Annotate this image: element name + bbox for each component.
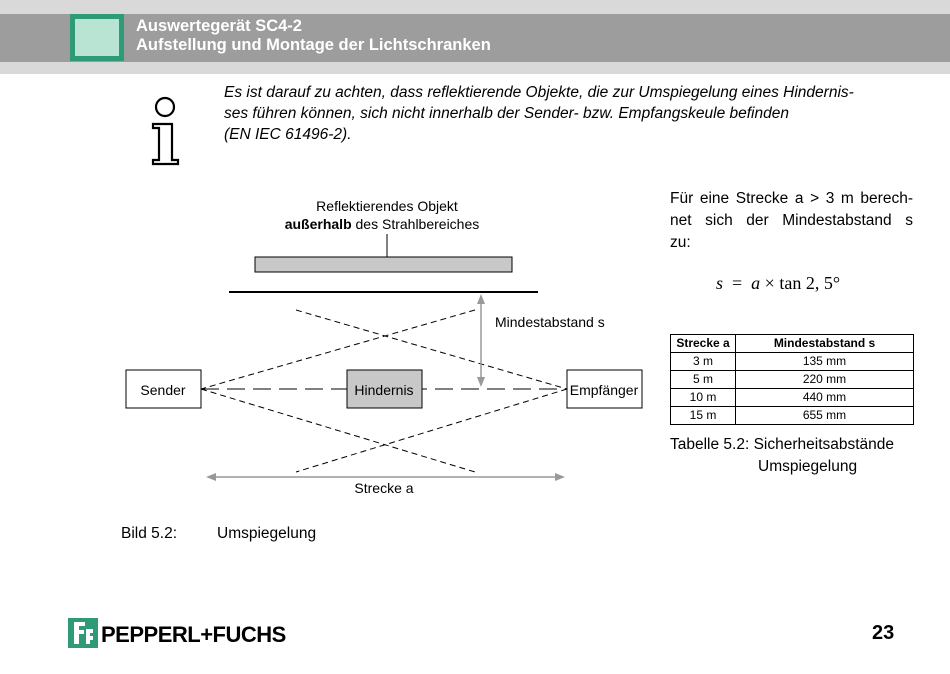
header-top-strip xyxy=(0,0,950,14)
note-line: (EN IEC 61496-2). xyxy=(224,126,352,143)
formula-times: × xyxy=(764,273,775,293)
table-caption: Tabelle 5.2: Sicherheitsabstände Umspieg… xyxy=(670,434,894,478)
table-caption-line1: Tabelle 5.2: Sicherheitsabstände xyxy=(670,436,895,453)
table-caption-line2: Umspiegelung xyxy=(758,458,858,475)
span-label: Strecke a xyxy=(354,480,413,496)
brand-name: PEPPERL+FUCHS xyxy=(101,622,286,647)
table-header: Strecke a xyxy=(670,334,736,353)
distance-label: Mindestabstand s xyxy=(495,314,605,330)
side-line: Für eine Strecke a > 3 m berech- xyxy=(670,190,913,207)
formula-s: s xyxy=(716,273,724,293)
warning-note: Es ist darauf zu achten, dass reflektier… xyxy=(224,82,914,145)
formula-a: a xyxy=(751,273,761,293)
obstacle-label: Hindernis xyxy=(354,382,413,398)
table-row: 5 m 220 mm xyxy=(670,370,914,389)
note-line: Es ist darauf zu achten, dass reflektier… xyxy=(224,84,854,101)
table-header: Mindestabstand s xyxy=(735,334,914,353)
table-row: 15 m 655 mm xyxy=(670,406,914,425)
object-label-line2: außerhalb des Strahlbereiches xyxy=(285,216,480,232)
header-bottom-strip xyxy=(0,62,950,74)
figure-caption-text: Umspiegelung xyxy=(217,525,317,542)
figure-caption: Bild 5.2: Umspiegelung xyxy=(121,525,316,543)
table-cell: 3 m xyxy=(670,352,736,371)
formula-rhs: tan 2, 5° xyxy=(779,273,841,293)
obstacle-box xyxy=(346,369,423,409)
sender-box xyxy=(125,369,202,409)
table-row: 3 m 135 mm xyxy=(670,352,914,371)
object-label-line1: Reflektierendes Objekt xyxy=(316,198,458,214)
table-cell: 15 m xyxy=(670,406,736,425)
note-line: ses führen können, sich nicht innerhalb … xyxy=(224,105,789,122)
header-bar xyxy=(0,14,950,62)
receiver-label: Empfänger xyxy=(570,382,639,398)
reflective-object xyxy=(254,256,513,273)
sender-label: Sender xyxy=(140,382,185,398)
distance-table: Strecke a Mindestabstand s 3 m 135 mm 5 … xyxy=(670,334,914,425)
beam-lines xyxy=(200,309,568,473)
formula-eq: = xyxy=(732,273,743,293)
header-title-line1: Auswertegerät SC4-2 xyxy=(136,17,302,35)
figure-caption-label: Bild 5.2: xyxy=(121,525,178,542)
pepperl-fuchs-logo-icon xyxy=(68,618,98,648)
formula: s = a × tan 2, 5° xyxy=(716,273,840,294)
table-row: 10 m 440 mm xyxy=(670,388,914,407)
table-cell: 10 m xyxy=(670,388,736,407)
page-number: 23 xyxy=(872,622,895,644)
header-logo-square xyxy=(70,14,124,61)
table-cell: 135 mm xyxy=(735,352,914,371)
table-cell: 5 m xyxy=(670,370,736,389)
receiver-box xyxy=(566,369,643,409)
table-cell: 440 mm xyxy=(735,388,914,407)
header-title-line2: Aufstellung und Montage der Lichtschrank… xyxy=(136,36,491,54)
table-header-row: Strecke a Mindestabstand s xyxy=(670,334,914,353)
side-line: zu: xyxy=(670,234,691,251)
table-cell: 220 mm xyxy=(735,370,914,389)
info-icon xyxy=(151,96,180,166)
side-explanation: Für eine Strecke a > 3 m berech- net sic… xyxy=(670,188,913,254)
table-cell: 655 mm xyxy=(735,406,914,425)
side-line: net sich der Mindestabstand s xyxy=(670,212,913,229)
